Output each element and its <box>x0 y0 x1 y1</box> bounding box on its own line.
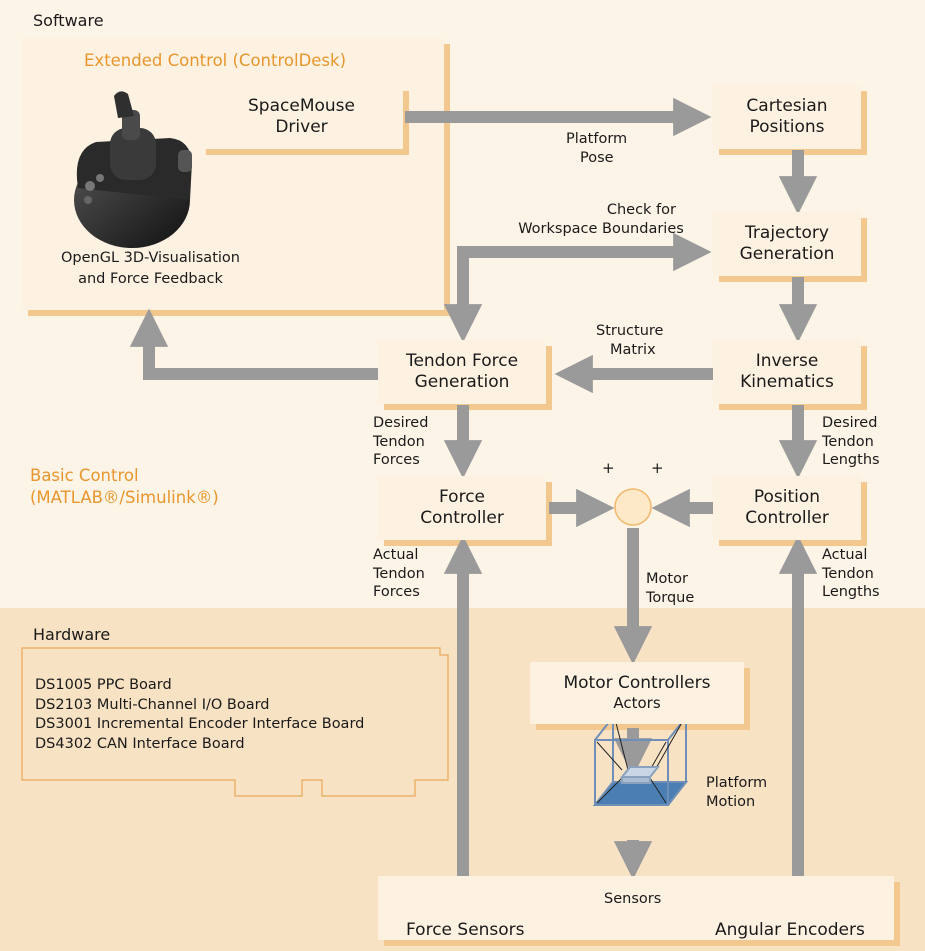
extended-control-title: Extended Control (ControlDesk) <box>84 51 347 70</box>
spacemouse-image <box>74 91 192 248</box>
board-item: DS1005 PPC Board <box>35 677 172 693</box>
actual-tendon-forces-label: Actual Tendon Forces <box>373 547 425 601</box>
motor-torque-label: Motor Torque <box>646 571 695 606</box>
basic-control-title-line1: Basic Control <box>30 466 139 485</box>
cartesian-positions-block: Cartesian Positions <box>713 85 861 149</box>
inverse-kinematics-block: Inverse Kinematics <box>713 340 861 404</box>
angular-encoders-label: Angular Encoders <box>715 920 865 940</box>
plus-left-label: + <box>602 459 615 477</box>
tendon-force-generation-block: Tendon Force Generation <box>378 340 546 404</box>
position-controller-block: Position Controller <box>713 476 861 540</box>
force-controller-block: Force Controller <box>378 476 546 540</box>
sensors-block <box>378 876 894 940</box>
hardware-board-list: DS1005 PPC Board DS2103 Multi-Channel I/… <box>35 676 364 754</box>
desired-tendon-lengths-label: Desired Tendon Lengths <box>822 415 880 469</box>
actual-tendon-lengths-label: Actual Tendon Lengths <box>822 547 880 601</box>
arrow-force-feedback <box>129 308 380 380</box>
board-item: DS3001 Incremental Encoder Interface Boa… <box>35 716 365 733</box>
opengl-label: OpenGL 3D-Visualisation and Force Feedba… <box>61 250 240 288</box>
software-title: Software <box>33 11 104 30</box>
platform-cube <box>592 716 689 806</box>
force-sensors-label: Force Sensors <box>406 920 525 940</box>
platform-pose-label: Platform Pose <box>566 131 628 166</box>
hardware-title: Hardware <box>33 625 111 644</box>
arrow-workspace-boundaries <box>457 232 712 331</box>
board-item: DS2103 Multi-Channel I/O Board <box>35 696 270 713</box>
basic-control-title-line2: (MATLAB®/Simulink®) <box>30 488 219 507</box>
sensors-label: Sensors <box>604 891 662 907</box>
trajectory-generation-block: Trajectory Generation <box>713 212 861 276</box>
summing-junction <box>614 488 652 526</box>
spacemouse-driver-block: SpaceMouse Driver <box>200 85 403 149</box>
motor-controllers-block: Motor Controllers Actors <box>530 662 744 724</box>
desired-tendon-forces-label: Desired Tendon Forces <box>373 415 429 469</box>
plus-right-label: + <box>651 459 664 477</box>
platform-motion-label: Platform Motion <box>706 775 768 810</box>
board-outline <box>21 647 449 797</box>
board-item: DS4302 CAN Interface Board <box>35 735 245 752</box>
check-workspace-label: Check for Workspace Boundaries <box>518 202 684 237</box>
structure-matrix-label: Structure Matrix <box>596 323 664 358</box>
